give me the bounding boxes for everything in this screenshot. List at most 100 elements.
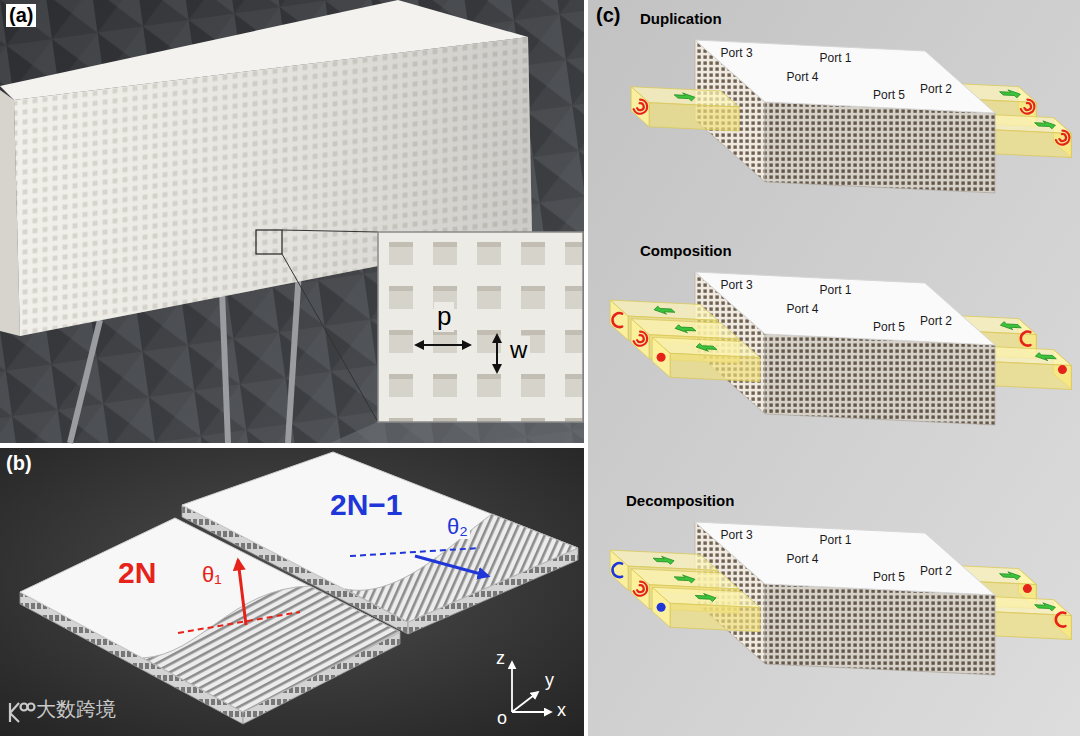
node-shape <box>588 238 1080 438</box>
top-face <box>695 522 995 595</box>
illustration-path <box>10 703 19 722</box>
flow-arrow <box>675 325 696 333</box>
node-shape <box>588 6 1080 206</box>
illustration-circle <box>1058 365 1067 374</box>
polarization-symbol <box>634 332 648 346</box>
illustration-path <box>1056 613 1066 627</box>
illustration-g <box>610 272 1071 425</box>
face-shade <box>765 584 995 675</box>
illustration-path <box>1021 332 1031 346</box>
port-label: Port 3 <box>720 529 754 543</box>
illustration-g <box>182 452 578 634</box>
axis-label: z <box>496 648 505 669</box>
illustration-line <box>496 335 498 372</box>
port-label: Port 2 <box>919 83 953 97</box>
port-label: Port 4 <box>786 553 820 567</box>
port-label: Port 3 <box>720 279 754 293</box>
axis-label: o <box>497 708 507 729</box>
illustration-rect <box>256 230 282 254</box>
illustration-rect <box>0 448 584 736</box>
port-label: Port 5 <box>872 89 906 103</box>
illustration-line <box>416 344 470 346</box>
illustration-polygon <box>649 103 739 131</box>
illustration-line <box>415 556 488 576</box>
flow-arrow <box>1000 90 1021 98</box>
polarization-symbol <box>613 563 623 577</box>
illustration-path <box>1021 100 1035 114</box>
illustration-polygon <box>987 362 1072 390</box>
illustration-g <box>10 703 35 722</box>
illustration-polygon <box>182 452 578 622</box>
illustration-polygon <box>610 300 628 340</box>
face-shade <box>765 334 995 425</box>
illustration-line <box>282 254 378 422</box>
illustration-polygon <box>670 353 760 381</box>
illustration-circle <box>657 353 666 362</box>
polarization-symbol <box>1021 332 1031 346</box>
metasurface-plate: 2N−1 θ₂ <box>178 446 584 638</box>
watermark: 大数跨境 <box>36 698 116 721</box>
port-label: Port 4 <box>786 303 820 317</box>
duplication-device: DuplicationPort 3Port 1Port 4Port 2Port … <box>588 6 1080 206</box>
illustration-path <box>1056 131 1070 145</box>
illustration-polygon <box>652 337 670 377</box>
angle-symbol: θ₂ <box>445 514 470 539</box>
angle-symbol: θ₁ <box>200 562 224 587</box>
illustration-rect <box>588 0 1080 736</box>
polarization-symbol <box>1058 365 1067 374</box>
illustration-polygon <box>610 550 628 590</box>
flow-arrow <box>653 556 674 564</box>
composition-device: CompositionPort 3Port 1Port 4Port 2Port … <box>588 238 1080 438</box>
illustration-line <box>282 230 378 232</box>
polarization-symbol <box>657 353 666 362</box>
top-face <box>695 272 995 345</box>
illustration-line <box>222 290 228 443</box>
flow-arrow <box>1000 322 1021 330</box>
illustration-circle <box>1023 584 1032 593</box>
layer-index: 2N <box>118 556 156 591</box>
illustration-path <box>613 313 623 327</box>
flow-arrow <box>1035 603 1056 611</box>
polarization-symbol <box>613 313 623 327</box>
illustration-circle <box>28 704 35 711</box>
illustration-path <box>345 514 578 622</box>
illustration-path <box>634 582 648 596</box>
polarization-symbol <box>634 100 648 114</box>
node-shape <box>588 488 1080 688</box>
polarization-symbol <box>1023 584 1032 593</box>
port-label: Port 2 <box>919 565 953 579</box>
waveguide <box>652 587 760 631</box>
illustration-line <box>350 548 480 556</box>
illustration-g <box>610 522 1071 675</box>
illustration-line <box>70 320 100 443</box>
decomposition-device: DecompositionPort 3Port 1Port 4Port 2Por… <box>588 488 1080 688</box>
illustration-polygon <box>652 587 670 627</box>
polarization-symbol <box>1056 613 1066 627</box>
polarization-symbol <box>657 603 666 612</box>
illustration-path <box>634 100 648 114</box>
illustration-line <box>238 560 246 625</box>
node-shape <box>178 446 584 638</box>
flow-arrow <box>674 575 695 583</box>
port-label: Port 5 <box>872 571 906 585</box>
flow-arrow <box>1035 353 1056 361</box>
illustration-line <box>178 612 300 633</box>
illustration-polygon <box>670 603 760 631</box>
illustration-rect <box>378 232 583 422</box>
port-label: Port 5 <box>872 321 906 335</box>
panel-heading: Duplication <box>640 10 722 27</box>
top-face <box>695 40 995 113</box>
illustration-line <box>511 662 513 712</box>
illustration-path <box>613 563 623 577</box>
port-label: Port 1 <box>819 52 853 66</box>
port-label: Port 1 <box>819 284 853 298</box>
panel-label: (a) <box>6 4 36 27</box>
illustration-circle <box>657 603 666 612</box>
flow-arrow <box>1000 572 1021 580</box>
flow-arrow <box>654 306 675 314</box>
layer-index: 2N−1 <box>330 488 403 523</box>
waveguide <box>631 87 739 131</box>
lattice-face <box>765 334 995 425</box>
flow-arrow <box>695 594 716 602</box>
